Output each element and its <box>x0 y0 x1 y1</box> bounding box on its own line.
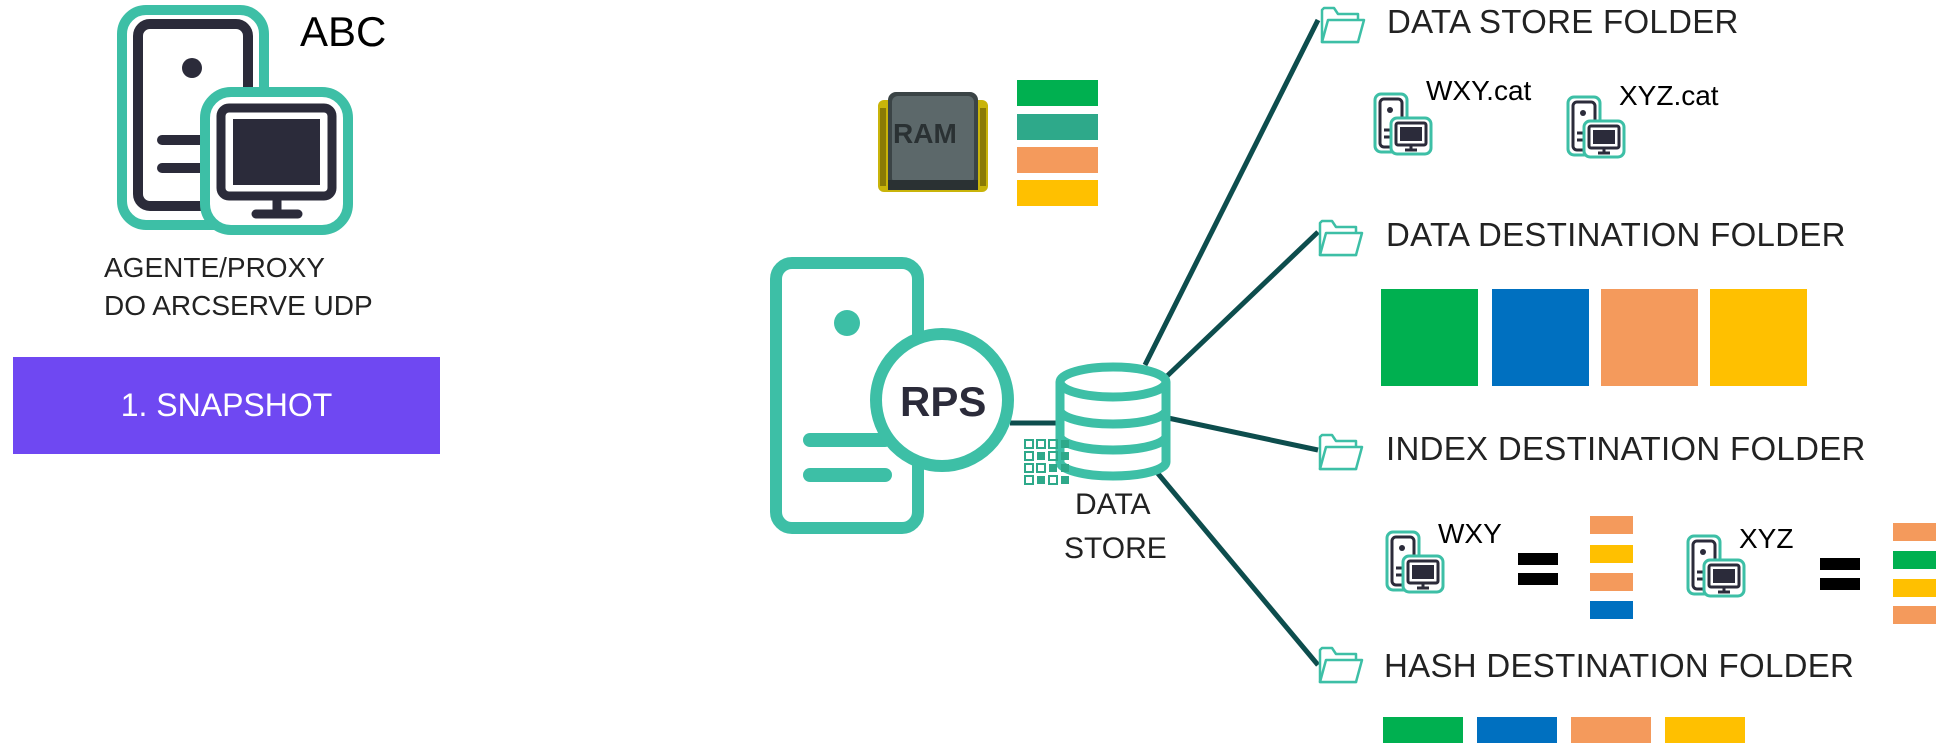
connector-lines <box>1010 18 1321 667</box>
folder-icon <box>1318 219 1364 257</box>
folder-title-index-destination: INDEX DESTINATION FOLDER <box>1386 430 1866 467</box>
server-monitor-icon <box>1566 95 1626 159</box>
agent-name: ABC <box>300 8 387 55</box>
index-blocks-xyz <box>1893 523 1936 624</box>
hash-destination-blocks <box>1383 717 1745 743</box>
agent-label-line1: AGENTE/PROXY <box>104 252 325 283</box>
agent-label-line2: DO ARCSERVE UDP <box>104 290 373 321</box>
folder-icon <box>1320 6 1366 44</box>
data-grid-icon <box>1024 439 1069 485</box>
data-store-label-line1: DATA <box>1075 488 1151 521</box>
folder-icon <box>1318 433 1364 471</box>
server-monitor-icon <box>1373 92 1433 156</box>
rps-server-icon <box>770 257 1014 534</box>
node-wxy: WXY <box>1438 518 1502 549</box>
ram-label: RAM <box>893 118 957 149</box>
rps-label: RPS <box>900 378 987 425</box>
data-store-label-line2: STORE <box>1064 532 1167 565</box>
equals-icon <box>1518 553 1860 590</box>
data-destination-blocks <box>1381 289 1807 386</box>
server-monitor-icon <box>1385 530 1445 594</box>
file-xyz-cat: XYZ.cat <box>1619 80 1719 111</box>
database-icon <box>1055 362 1171 481</box>
file-wxy-cat: WXY.cat <box>1426 75 1532 106</box>
snapshot-button[interactable]: 1. SNAPSHOT <box>13 357 440 454</box>
index-blocks-wxy <box>1590 516 1633 619</box>
server-monitor-icon <box>1686 534 1746 598</box>
node-xyz: XYZ <box>1739 523 1794 554</box>
folder-title-hash-destination: HASH DESTINATION FOLDER <box>1384 647 1855 684</box>
agent-server-icon <box>117 5 353 235</box>
folder-icon <box>1318 646 1364 684</box>
memory-blocks <box>1017 80 1098 206</box>
ram-chip-icon <box>878 92 988 192</box>
folder-title-data-store: DATA STORE FOLDER <box>1387 3 1739 40</box>
folder-title-data-destination: DATA DESTINATION FOLDER <box>1386 216 1846 253</box>
